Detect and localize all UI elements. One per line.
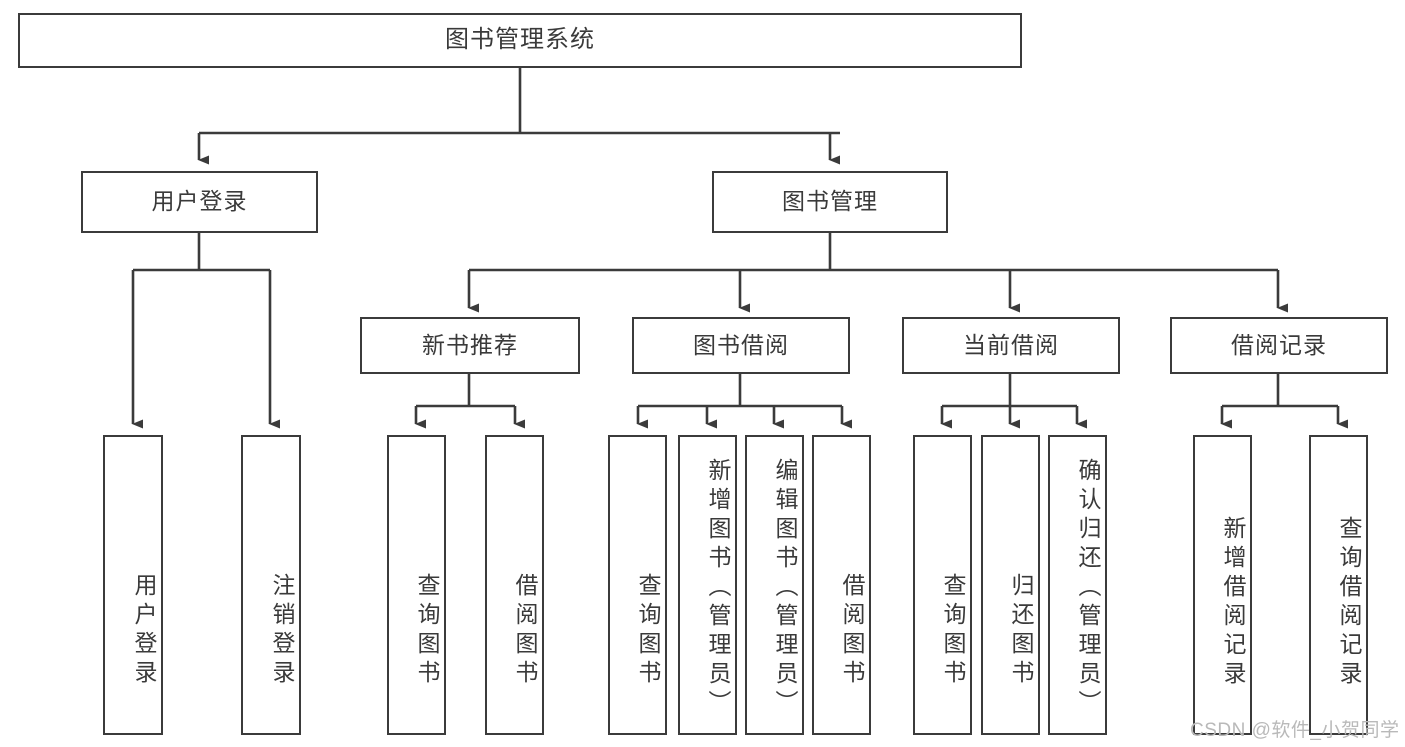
node-user-login[interactable]: 用户登录 bbox=[81, 171, 318, 233]
node-leaf-query-book-3[interactable]: 查询图书 bbox=[913, 435, 972, 735]
node-leaf-query-record[interactable]: 查询借阅记录 bbox=[1309, 435, 1368, 735]
node-leaf-query-book-1-label: 查询图书 bbox=[414, 573, 440, 689]
node-user-login-label: 用户登录 bbox=[151, 188, 248, 215]
node-borrow-record-label: 借阅记录 bbox=[1231, 331, 1327, 358]
node-leaf-return-book[interactable]: 归还图书 bbox=[981, 435, 1040, 735]
node-current-borrow[interactable]: 当前借阅 bbox=[902, 317, 1120, 374]
node-current-borrow-label: 当前借阅 bbox=[963, 331, 1059, 358]
node-root[interactable]: 图书管理系统 bbox=[18, 13, 1022, 68]
node-leaf-user-login-label: 用户登录 bbox=[131, 573, 157, 689]
node-leaf-borrow-book-2-label: 借阅图书 bbox=[839, 573, 865, 689]
node-leaf-query-book-3-label: 查询图书 bbox=[940, 573, 966, 689]
csdn-watermark: CSDN @软件_小贺同学 bbox=[1190, 720, 1400, 741]
node-leaf-query-book-2-label: 查询图书 bbox=[635, 573, 661, 689]
node-leaf-return-book-label: 归还图书 bbox=[1008, 573, 1034, 689]
node-leaf-confirm-return-label: 确认归还（管理员） bbox=[1075, 457, 1101, 719]
node-leaf-borrow-book-1-label: 借阅图书 bbox=[512, 573, 538, 689]
node-book-borrow-label: 图书借阅 bbox=[693, 331, 789, 358]
node-book-manage-label: 图书管理 bbox=[782, 188, 878, 215]
node-leaf-add-book-label: 新增图书（管理员） bbox=[705, 457, 731, 719]
node-leaf-query-book-2[interactable]: 查询图书 bbox=[608, 435, 667, 735]
node-leaf-logout[interactable]: 注销登录 bbox=[241, 435, 301, 735]
node-leaf-confirm-return[interactable]: 确认归还（管理员） bbox=[1048, 435, 1107, 735]
node-leaf-add-record-label: 新增借阅记录 bbox=[1220, 516, 1246, 690]
node-leaf-edit-book[interactable]: 编辑图书（管理员） bbox=[745, 435, 804, 735]
node-leaf-logout-label: 注销登录 bbox=[269, 573, 295, 689]
node-leaf-query-record-label: 查询借阅记录 bbox=[1336, 516, 1362, 690]
node-borrow-record[interactable]: 借阅记录 bbox=[1170, 317, 1388, 374]
node-leaf-edit-book-label: 编辑图书（管理员） bbox=[772, 457, 798, 719]
node-new-book-recommend[interactable]: 新书推荐 bbox=[360, 317, 580, 374]
node-leaf-borrow-book-2[interactable]: 借阅图书 bbox=[812, 435, 871, 735]
node-book-manage[interactable]: 图书管理 bbox=[712, 171, 948, 233]
node-leaf-add-record[interactable]: 新增借阅记录 bbox=[1193, 435, 1252, 735]
node-leaf-query-book-1[interactable]: 查询图书 bbox=[387, 435, 446, 735]
node-root-label: 图书管理系统 bbox=[445, 26, 595, 54]
node-leaf-add-book[interactable]: 新增图书（管理员） bbox=[678, 435, 737, 735]
node-leaf-borrow-book-1[interactable]: 借阅图书 bbox=[485, 435, 544, 735]
node-new-book-recommend-label: 新书推荐 bbox=[422, 331, 518, 358]
node-leaf-user-login[interactable]: 用户登录 bbox=[103, 435, 163, 735]
node-book-borrow[interactable]: 图书借阅 bbox=[632, 317, 850, 374]
